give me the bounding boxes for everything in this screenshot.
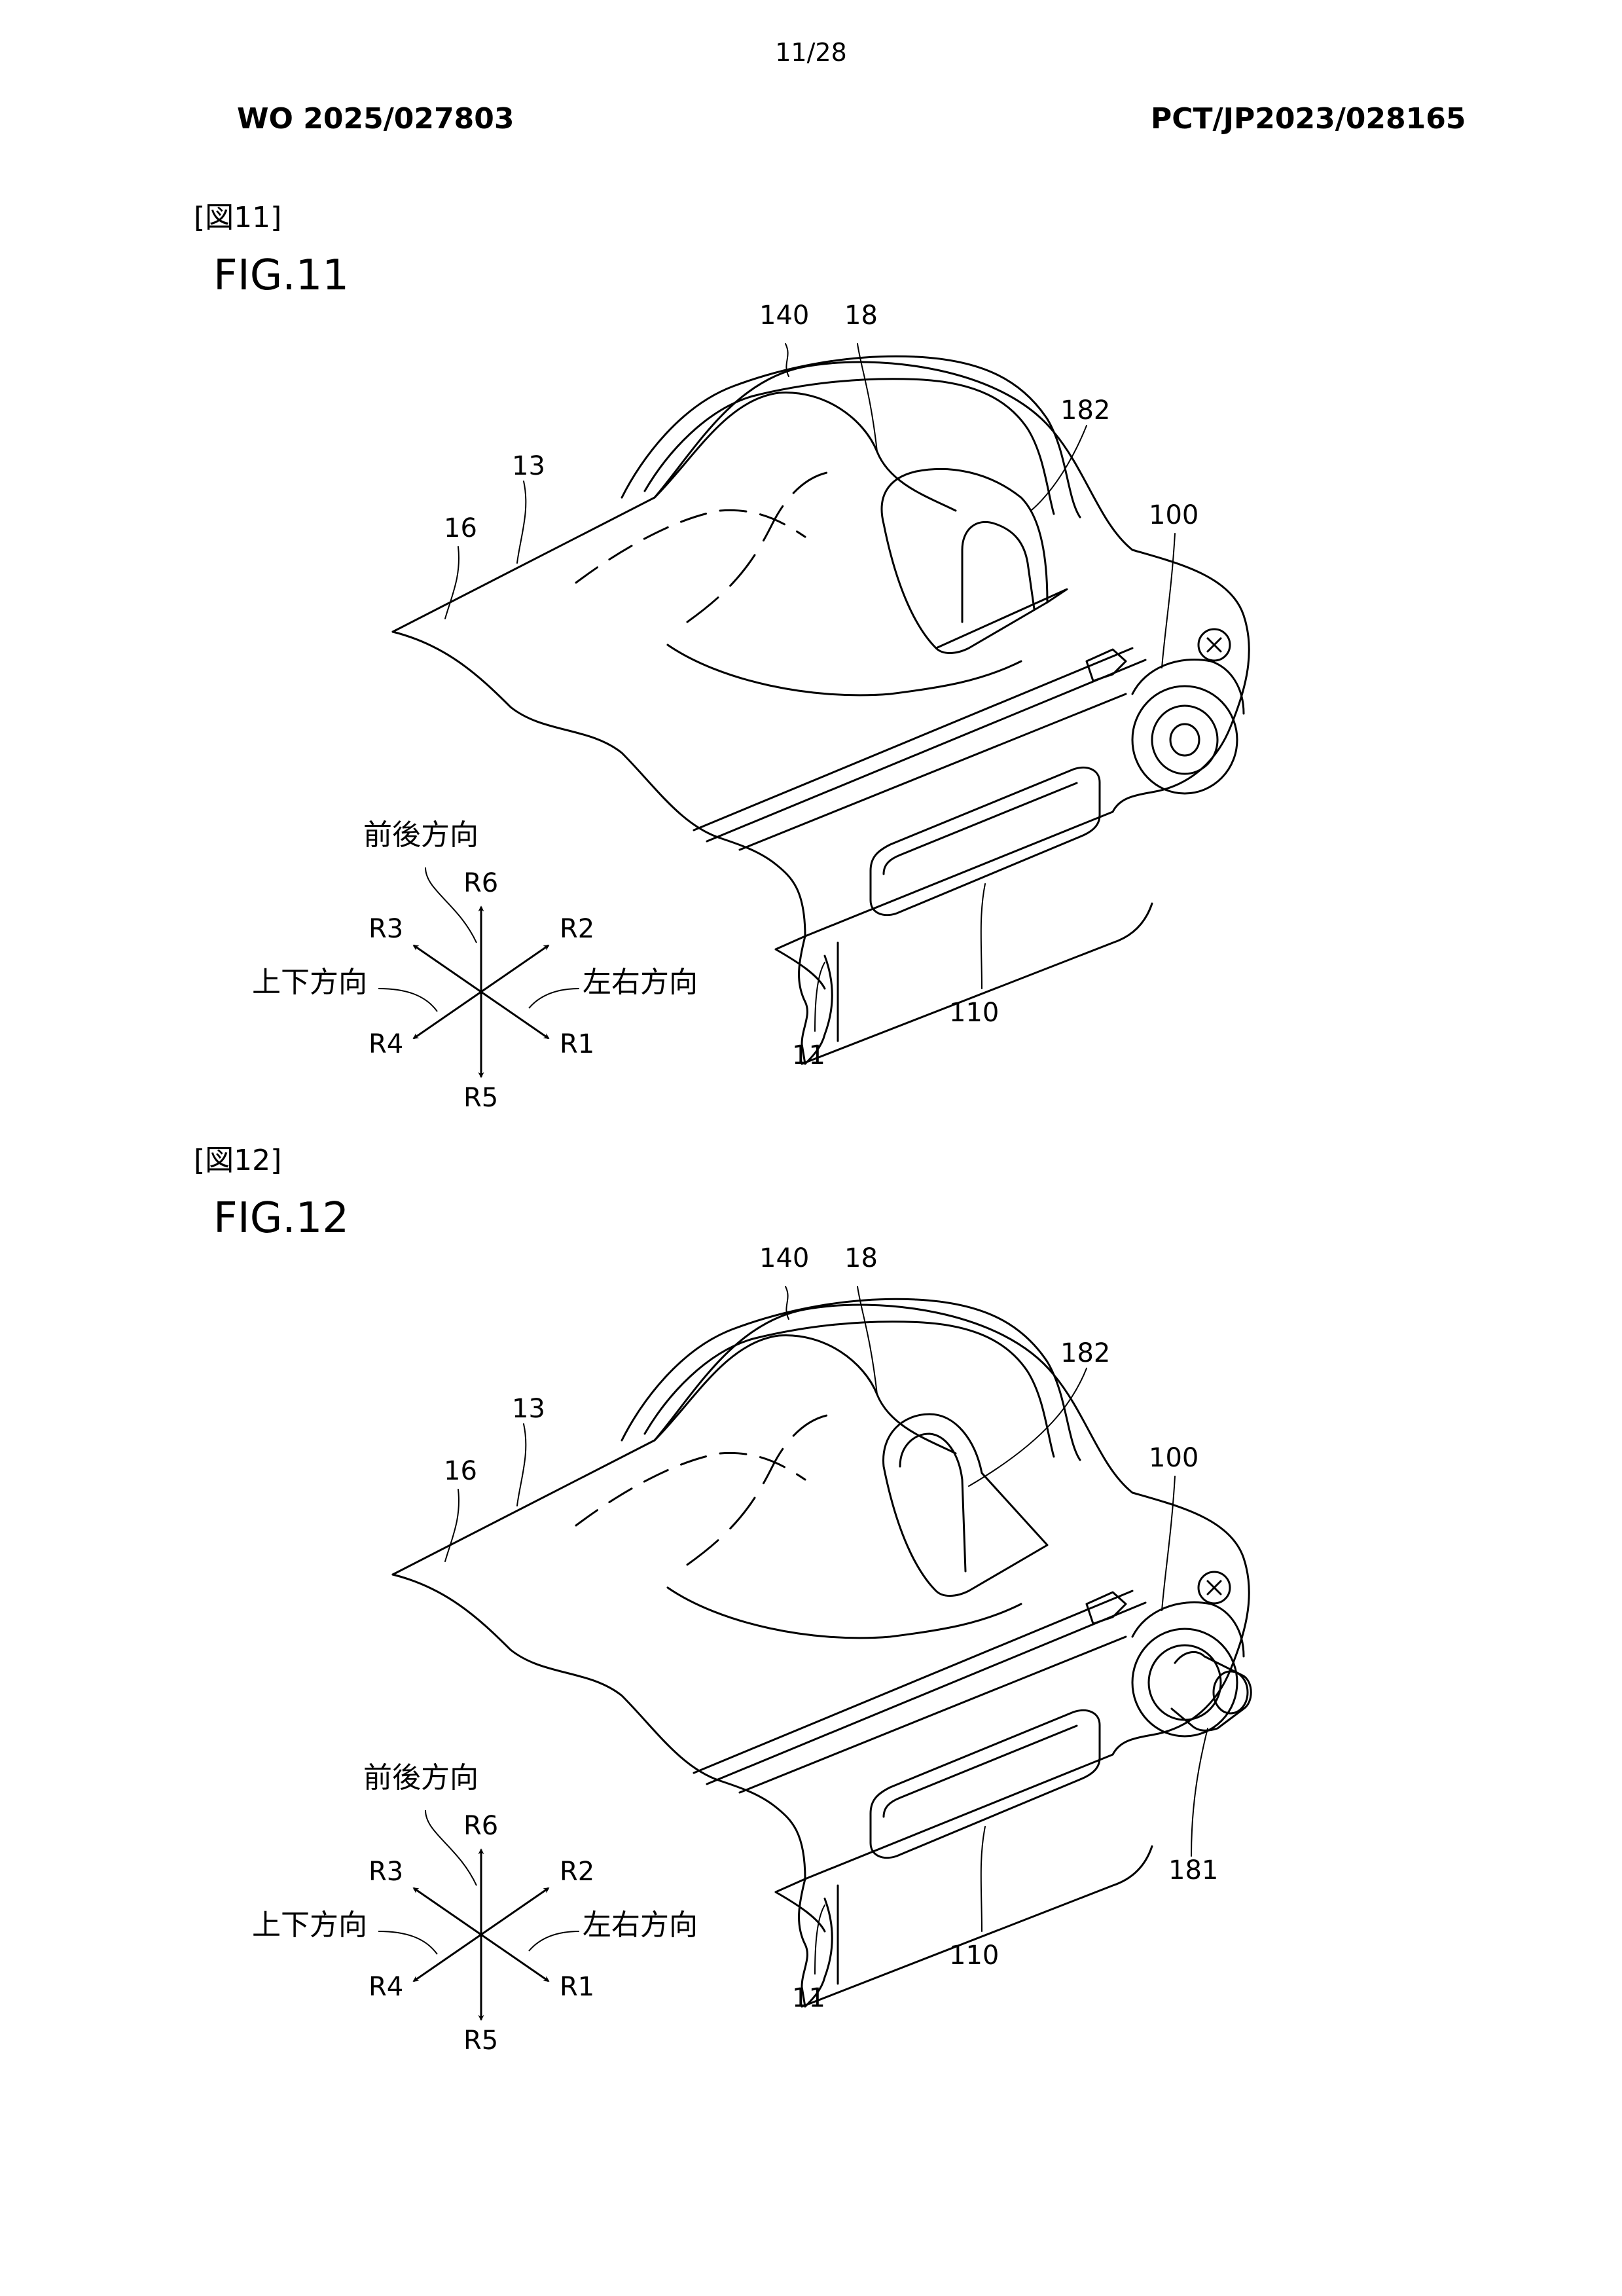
callout-182: 182 xyxy=(1060,1338,1110,1368)
arrow-r2 xyxy=(481,945,549,992)
callout-100: 100 xyxy=(1149,500,1198,530)
leader-11 xyxy=(815,1905,825,1974)
dome-18-arc xyxy=(668,1588,1021,1638)
dome-18-curve xyxy=(687,1414,838,1565)
label-front-back: 前後方向 xyxy=(363,818,478,852)
label-left-right: 左右方向 xyxy=(583,1908,698,1942)
pin-181 xyxy=(1172,1652,1251,1730)
front-edge-1 xyxy=(694,1591,1132,1773)
label-r1: R1 xyxy=(560,1972,594,2002)
leader-100 xyxy=(1162,1476,1175,1611)
boss-100-mid xyxy=(1149,1645,1221,1720)
callout-11: 11 xyxy=(792,1983,825,2013)
side-bottom-edge xyxy=(802,1846,1152,2007)
screw-cross xyxy=(1208,638,1221,651)
leader-100 xyxy=(1162,534,1175,668)
callout-13: 13 xyxy=(512,451,545,481)
window-110-inner xyxy=(884,1726,1077,1817)
figure-12-direction-compass xyxy=(378,1810,579,2020)
window-110 xyxy=(871,1710,1100,1857)
figure-12-callouts: 140 18 182 13 16 100 110 11 181 xyxy=(444,1243,1218,2013)
leader-left-right xyxy=(529,989,579,1008)
leader-13 xyxy=(517,481,526,563)
callout-110: 110 xyxy=(949,998,999,1028)
label-r3: R3 xyxy=(369,1857,403,1887)
callout-100: 100 xyxy=(1149,1443,1198,1473)
callout-140: 140 xyxy=(759,1243,809,1273)
label-up-down: 上下方向 xyxy=(252,966,367,999)
leader-110 xyxy=(981,884,985,989)
label-r5: R5 xyxy=(463,1083,498,1113)
leader-left-right xyxy=(529,1931,579,1951)
figure-11-direction-labels: 前後方向 上下方向 左右方向 R6 R3 R2 R4 R1 R5 xyxy=(252,818,698,1113)
knob-182 xyxy=(882,469,1047,653)
label-r6: R6 xyxy=(463,1811,498,1841)
label-r2: R2 xyxy=(560,914,594,944)
side-bottom-edge xyxy=(802,903,1152,1064)
dome-18 xyxy=(655,1336,956,1453)
label-front-back: 前後方向 xyxy=(363,1761,478,1795)
callout-110: 110 xyxy=(949,1941,999,1971)
callout-13: 13 xyxy=(512,1394,545,1424)
boss-100-outer xyxy=(1132,686,1237,793)
knob-182-inner xyxy=(962,522,1034,609)
arrow-r3 xyxy=(414,1888,481,1935)
label-r1: R1 xyxy=(560,1029,594,1059)
knob-slot xyxy=(936,589,1067,648)
label-up-down: 上下方向 xyxy=(252,1908,367,1942)
figure-11-direction-compass xyxy=(378,867,579,1077)
callout-140: 140 xyxy=(759,301,809,331)
leader-16 xyxy=(445,1489,459,1561)
callout-18: 18 xyxy=(844,1243,878,1273)
callout-18: 18 xyxy=(844,301,878,331)
front-edge-1 xyxy=(694,648,1132,830)
leader-up-down xyxy=(378,1931,437,1954)
leader-13 xyxy=(517,1424,526,1506)
callout-181: 181 xyxy=(1168,1855,1218,1886)
arrow-r3 xyxy=(414,945,481,992)
label-r5: R5 xyxy=(463,2026,498,2056)
leader-up-down xyxy=(378,989,437,1011)
label-r2: R2 xyxy=(560,1857,594,1887)
callout-16: 16 xyxy=(444,1456,477,1486)
torn-edge-left xyxy=(393,632,805,936)
label-r4: R4 xyxy=(369,1029,403,1059)
callout-182: 182 xyxy=(1060,395,1110,426)
boss-100-mid xyxy=(1152,706,1217,774)
screw-cross xyxy=(1208,1581,1221,1594)
torn-edge-left xyxy=(393,1575,805,1879)
callout-16: 16 xyxy=(444,513,477,543)
label-r6: R6 xyxy=(463,868,498,898)
label-left-right: 左右方向 xyxy=(583,966,698,999)
boss-100-hole xyxy=(1170,724,1199,756)
window-110-inner xyxy=(884,783,1077,874)
dome-18 xyxy=(655,393,956,511)
leader-181 xyxy=(1191,1728,1208,1856)
leader-11 xyxy=(815,962,825,1031)
label-r3: R3 xyxy=(369,914,403,944)
window-110 xyxy=(871,767,1100,915)
figure-12-direction-labels: 前後方向 上下方向 左右方向 R6 R3 R2 R4 R1 R5 xyxy=(252,1761,698,2056)
dome-18-curve xyxy=(687,471,838,622)
leader-110 xyxy=(981,1827,985,1931)
leader-16 xyxy=(445,547,459,619)
label-r4: R4 xyxy=(369,1972,403,2002)
callout-11: 11 xyxy=(792,1040,825,1070)
dome-18-arc xyxy=(668,645,1021,695)
arrow-r2 xyxy=(481,1888,549,1935)
